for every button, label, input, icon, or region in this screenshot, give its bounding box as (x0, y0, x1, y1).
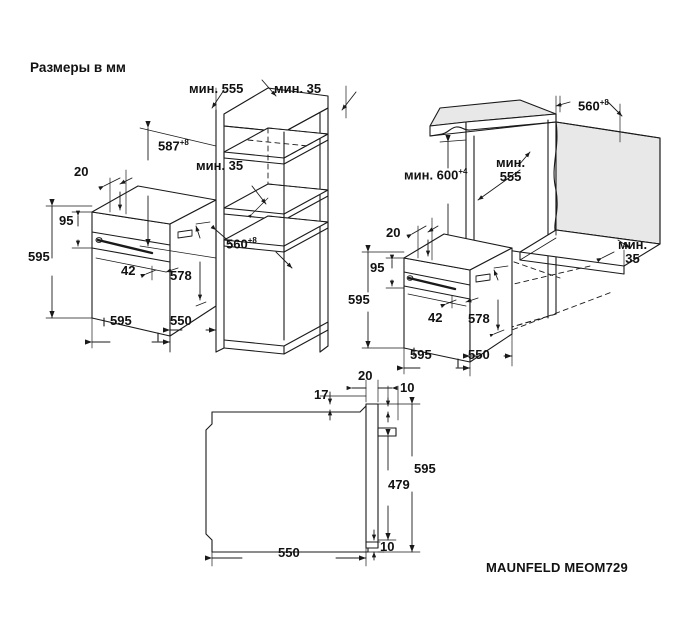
bottom-view-dimensions (204, 379, 421, 567)
label-min-35-mid: мин. 35 (196, 158, 244, 173)
label-left-20: 20 (74, 164, 89, 179)
label-min-35-right: мин.35 (618, 237, 648, 266)
label-left-95: 95 (59, 213, 74, 228)
label-min-35-top: мин. 35 (274, 81, 322, 96)
label-left-578: 578 (170, 268, 192, 283)
label-left-595-width: 595 (110, 313, 132, 328)
label-bottom-595: 595 (414, 461, 436, 476)
label-587: 587+8 (158, 138, 189, 154)
label-mid-20: 20 (386, 225, 401, 240)
label-mid-595-width: 595 (410, 347, 432, 362)
model-caption: MAUNFELD MEOM729 (486, 560, 628, 575)
page-title: Размеры в мм (30, 60, 126, 75)
label-mid-595-height: 595 (348, 292, 370, 307)
label-bottom-479: 479 (388, 477, 410, 492)
label-bottom-20: 20 (358, 368, 373, 383)
label-bottom-10-top: 10 (400, 380, 415, 395)
label-bottom-10: 10 (380, 539, 395, 554)
label-bottom-550: 550 (278, 545, 300, 560)
label-bottom-17: 17 (314, 387, 329, 402)
middle-oven-dimensions (361, 217, 513, 377)
bottom-side-view (205, 403, 397, 553)
left-cabinet-dimensions (139, 79, 357, 305)
middle-oven-body (403, 233, 513, 368)
label-min-555-left: мин. 555 (189, 81, 244, 96)
left-oven-dimensions (45, 169, 217, 353)
label-min-600: мин. 600+4 (404, 167, 468, 183)
label-560-left: 560+8 (226, 236, 257, 252)
label-left-550: 550 (170, 313, 192, 328)
label-mid-95: 95 (370, 260, 385, 275)
label-mid-42: 42 (428, 310, 443, 325)
label-mid-578: 578 (468, 311, 490, 326)
left-cabinet (215, 87, 329, 355)
label-left-42: 42 (121, 263, 136, 278)
label-mid-550: 550 (468, 347, 490, 362)
label-560-right: 560+8 (578, 98, 609, 114)
label-min-555-right: мин.555 (496, 155, 526, 184)
label-left-595-height: 595 (28, 249, 50, 264)
